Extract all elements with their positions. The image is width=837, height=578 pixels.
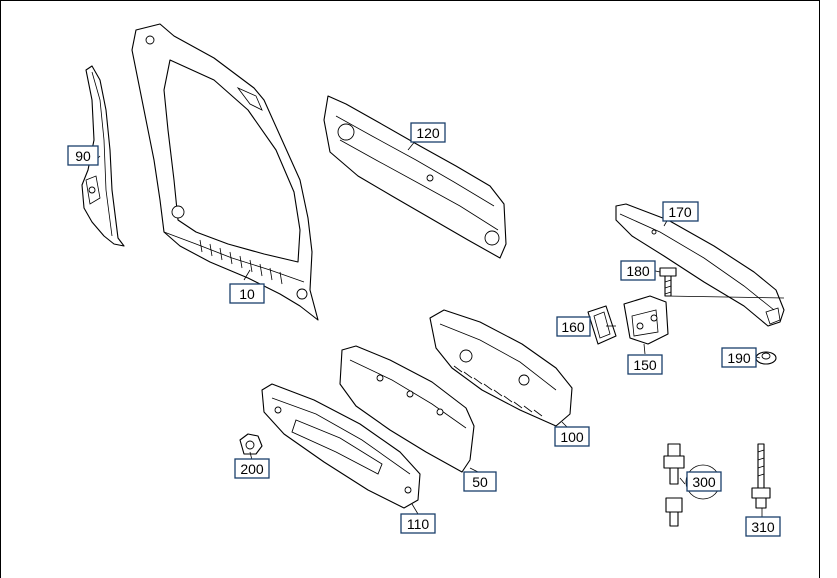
callout-160-label: 160 xyxy=(561,319,585,335)
callout-100-label: 100 xyxy=(560,429,584,445)
part-150-bracket xyxy=(623,295,669,345)
callout-50-label: 50 xyxy=(472,474,488,490)
callout-160: 160 xyxy=(556,316,591,337)
diagram-frame xyxy=(0,0,820,578)
callout-200: 200 xyxy=(234,458,270,479)
callout-10: 10 xyxy=(229,283,265,304)
callout-120-label: 120 xyxy=(416,125,440,141)
callout-310-label: 310 xyxy=(751,519,775,535)
callout-300: 300 xyxy=(686,471,722,492)
part-180-bolt xyxy=(659,267,677,297)
callout-200-label: 200 xyxy=(240,461,264,477)
part-100-rear-panel xyxy=(429,309,573,427)
callout-100: 100 xyxy=(554,426,590,447)
callout-10-label: 10 xyxy=(239,286,255,302)
part-310-long-bolt xyxy=(751,443,771,509)
callout-150-label: 150 xyxy=(633,357,657,373)
callout-90-label: 90 xyxy=(75,148,91,164)
callout-150: 150 xyxy=(627,354,663,375)
callout-190-label: 190 xyxy=(727,350,751,366)
part-160-gasket xyxy=(587,305,617,345)
callout-300-label: 300 xyxy=(692,474,716,490)
callout-170-label: 170 xyxy=(668,204,692,220)
part-50-inner-panel xyxy=(339,345,475,473)
callout-120: 120 xyxy=(410,122,446,143)
part-110-lower-panel xyxy=(261,383,421,509)
callout-90: 90 xyxy=(67,145,99,166)
callout-170: 170 xyxy=(662,201,699,222)
part-120-cross-member xyxy=(323,95,507,259)
part-200-nut xyxy=(239,433,263,455)
callout-190: 190 xyxy=(721,347,757,368)
callout-310: 310 xyxy=(745,516,781,537)
callout-110-label: 110 xyxy=(407,516,430,532)
callout-50: 50 xyxy=(463,471,497,492)
part-300-studs xyxy=(663,443,685,527)
callout-110: 110 xyxy=(400,513,436,534)
callout-180: 180 xyxy=(620,260,656,281)
part-10-side-frame xyxy=(131,23,319,321)
callout-180-label: 180 xyxy=(626,263,650,279)
part-170-bumper-beam xyxy=(615,203,785,327)
